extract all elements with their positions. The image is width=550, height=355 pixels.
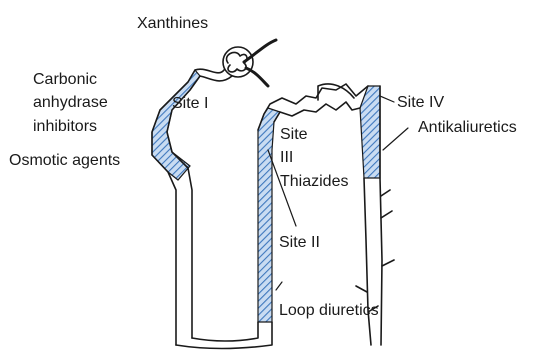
collecting-duct-right-wall	[380, 86, 382, 345]
efferent-arteriole	[246, 68, 268, 86]
collecting-duct-branch-2	[381, 211, 392, 218]
label-antikaliuretics: Antikaliuretics	[418, 118, 517, 138]
label-site1: Site I	[172, 94, 208, 114]
label-thiazides: Thiazides	[280, 172, 348, 192]
leader-loop-diuretics	[276, 282, 282, 290]
collecting-duct-branch-3	[382, 260, 394, 266]
leader-antikaliuretics	[383, 128, 408, 150]
label-site3-line1: Site	[280, 125, 308, 145]
label-osmotic-agents: Osmotic agents	[9, 151, 120, 171]
label-carbonic-line3: inhibitors	[33, 117, 97, 137]
label-site3-line2: III	[280, 148, 293, 168]
collecting-duct-branch-4	[356, 286, 367, 292]
label-xanthines: Xanthines	[137, 14, 208, 34]
label-carbonic-line2: anhydrase	[33, 93, 108, 113]
site4-collecting-duct-shading	[360, 86, 380, 178]
label-loop-diuretics: Loop diuretics	[279, 301, 379, 321]
leader-site4	[380, 96, 394, 102]
label-site2: Site II	[279, 233, 320, 253]
label-carbonic-line1: Carbonic	[33, 70, 97, 90]
distal-tubule-inner	[274, 102, 360, 122]
loop-of-henle-inner	[192, 322, 258, 341]
label-site4: Site IV	[397, 93, 444, 113]
collecting-duct-branch-1	[381, 190, 390, 196]
